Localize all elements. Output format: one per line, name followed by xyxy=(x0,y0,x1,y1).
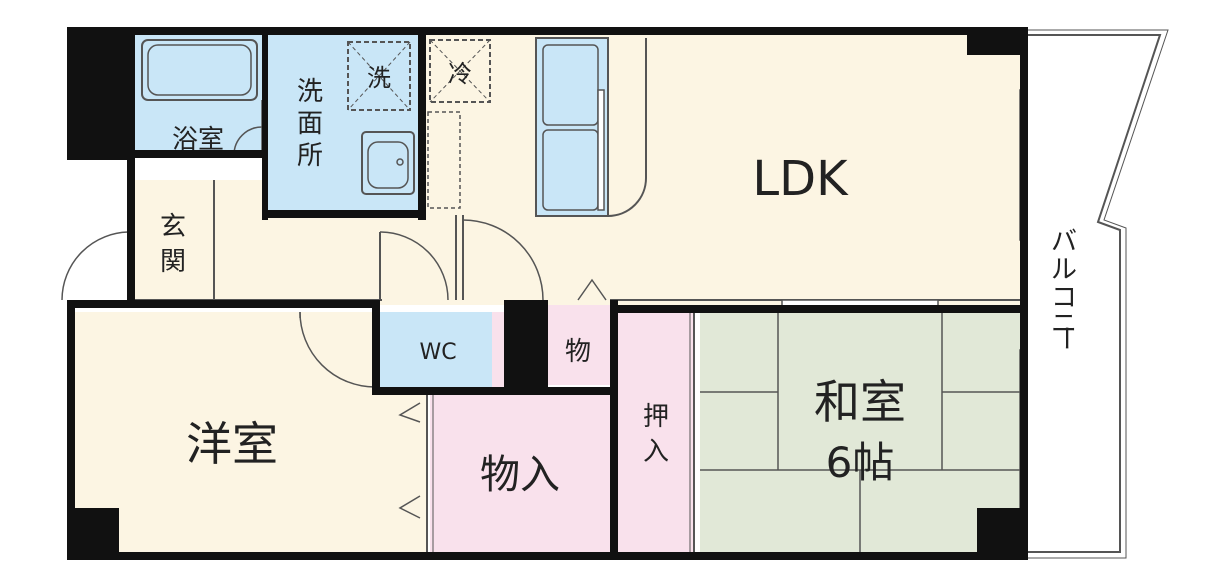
balcony-char-1: バ xyxy=(1051,227,1077,257)
ldk-floor xyxy=(420,35,1025,305)
washroom-label-2: 面 xyxy=(297,109,323,139)
washer-pan xyxy=(347,41,411,111)
balcony-char-2: ル xyxy=(1051,255,1077,285)
balcony-char-4: ニ xyxy=(1051,309,1077,339)
oshiire-label-2: 入 xyxy=(643,437,669,467)
wall-bottom xyxy=(67,552,1028,560)
wc-floor-accent xyxy=(492,312,504,387)
wall-top xyxy=(67,27,1028,35)
oshiire-floor xyxy=(618,312,694,552)
washer-label: 洗 xyxy=(367,64,391,92)
fridge-label: 冷 xyxy=(448,60,472,88)
wall-left-upper-block xyxy=(67,27,135,160)
balcony-label: バ ル コ ニ ー xyxy=(1050,227,1080,351)
closet-large-floor xyxy=(430,392,610,552)
washroom-label-3: 所 xyxy=(297,141,323,171)
floor-fills xyxy=(75,35,1025,552)
vanity-sink xyxy=(361,131,415,195)
closet-small-label: 物 xyxy=(565,337,591,367)
tatami-floor xyxy=(700,312,1022,552)
wall-left-lower xyxy=(67,305,75,560)
closet-small-floor xyxy=(548,305,610,385)
bath-label: 浴室 xyxy=(172,125,224,155)
entrance-label-1: 玄 xyxy=(160,212,186,242)
entrance-label-2: 関 xyxy=(160,247,186,277)
ldk-label: LDK xyxy=(752,151,849,207)
tatami-grid xyxy=(700,312,1022,552)
western-room-label: 洋室 xyxy=(186,417,278,471)
fridge xyxy=(429,39,491,103)
fixtures xyxy=(141,37,647,217)
balcony-outline xyxy=(1028,29,1169,559)
room-labels: LDK 洋室 和室 6帖 浴室 洗 面 所 玄 関 WC 物 物入 押 入 洗 … xyxy=(160,60,906,498)
closet-large-label: 物入 xyxy=(480,452,560,498)
balcony-char-5: ー xyxy=(1050,325,1080,351)
kitchen-counter xyxy=(535,37,609,217)
bathtub xyxy=(141,39,258,101)
japanese-room-label: 和室 xyxy=(814,375,906,429)
balcony-char-3: コ xyxy=(1051,283,1077,313)
oshiire-label-1: 押 xyxy=(643,402,669,432)
wc-label: WC xyxy=(419,340,456,365)
walls xyxy=(67,27,1028,560)
wall-right xyxy=(1020,27,1028,560)
wc-floor xyxy=(380,312,492,387)
western-room-floor xyxy=(75,312,427,552)
washroom-label-1: 洗 xyxy=(297,77,323,107)
washroom-floor xyxy=(268,35,418,215)
japanese-room-size: 6帖 xyxy=(826,438,895,487)
